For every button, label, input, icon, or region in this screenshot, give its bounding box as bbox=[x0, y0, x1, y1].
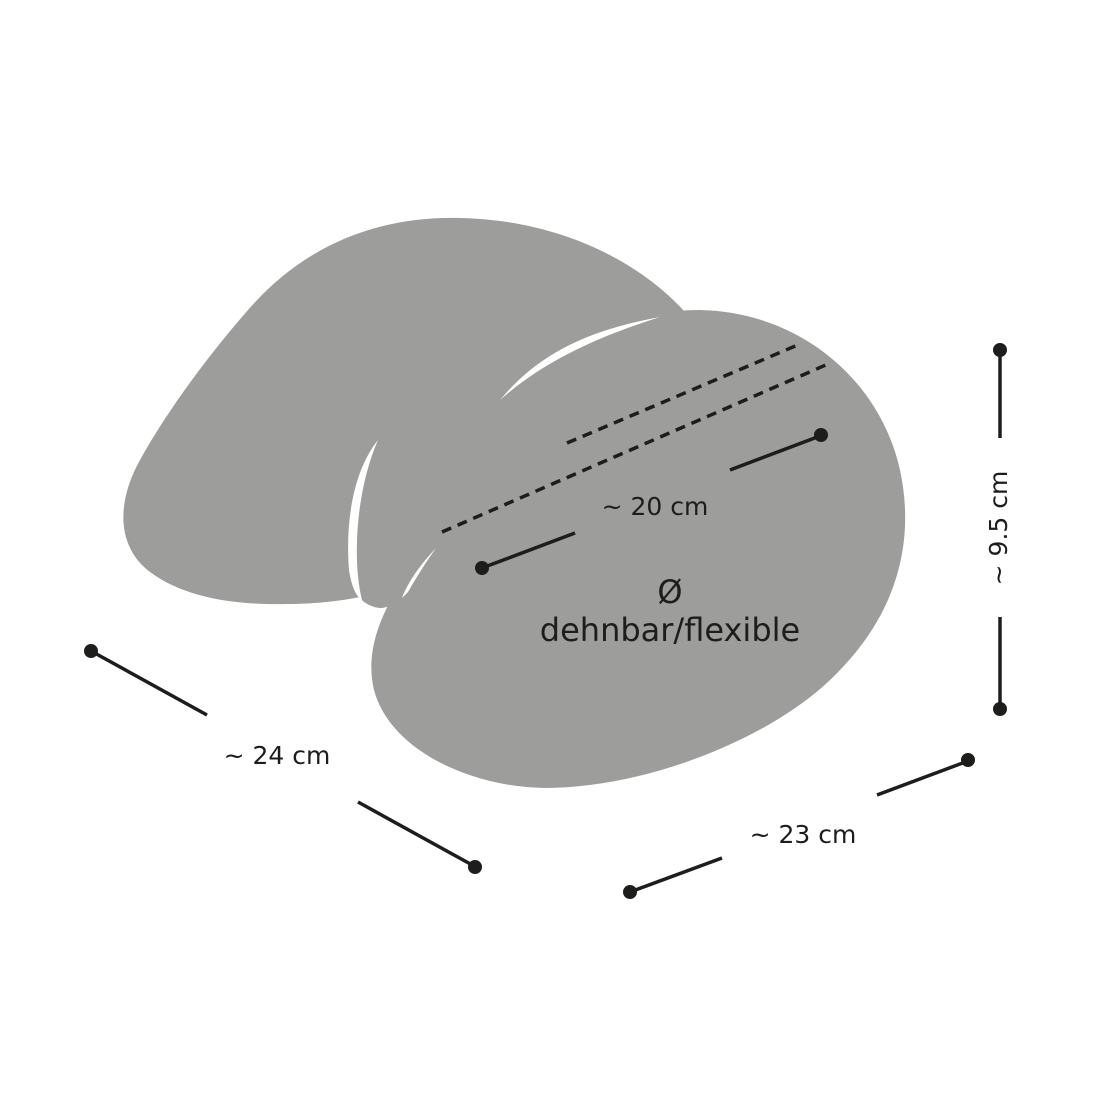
height-endpoint-top bbox=[993, 343, 1007, 357]
length-front-endpoint-end bbox=[961, 753, 975, 767]
depth-dimension-line bbox=[475, 428, 828, 575]
diameter-label: dehnbar/flexible bbox=[540, 611, 800, 649]
diameter-symbol: Ø bbox=[657, 573, 682, 611]
highlight-curve-bottom bbox=[402, 548, 436, 598]
length-left-label: ~ 24 cm bbox=[224, 741, 331, 770]
height-endpoint-bottom bbox=[993, 702, 1007, 716]
opening-dashed-line-upper bbox=[566, 342, 801, 445]
depth-endpoint-start bbox=[475, 561, 489, 575]
length-left-dimension-line bbox=[84, 644, 482, 874]
height-label: ~ 9.5 cm bbox=[984, 471, 1013, 586]
highlight-curve-left bbox=[348, 440, 378, 600]
length-front-dimension-line bbox=[623, 753, 975, 899]
length-front-label: ~ 23 cm bbox=[750, 820, 857, 849]
length-left-endpoint-end bbox=[468, 860, 482, 874]
opening-dashed-line-lower bbox=[441, 362, 829, 534]
product-front-lobe bbox=[371, 310, 906, 788]
length-front-endpoint-start bbox=[623, 885, 637, 899]
depth-label: ~ 20 cm bbox=[602, 492, 709, 521]
depth-endpoint-end bbox=[814, 428, 828, 442]
length-left-endpoint-start bbox=[84, 644, 98, 658]
product-back-lobe bbox=[123, 217, 685, 605]
height-dimension-line bbox=[993, 343, 1007, 716]
